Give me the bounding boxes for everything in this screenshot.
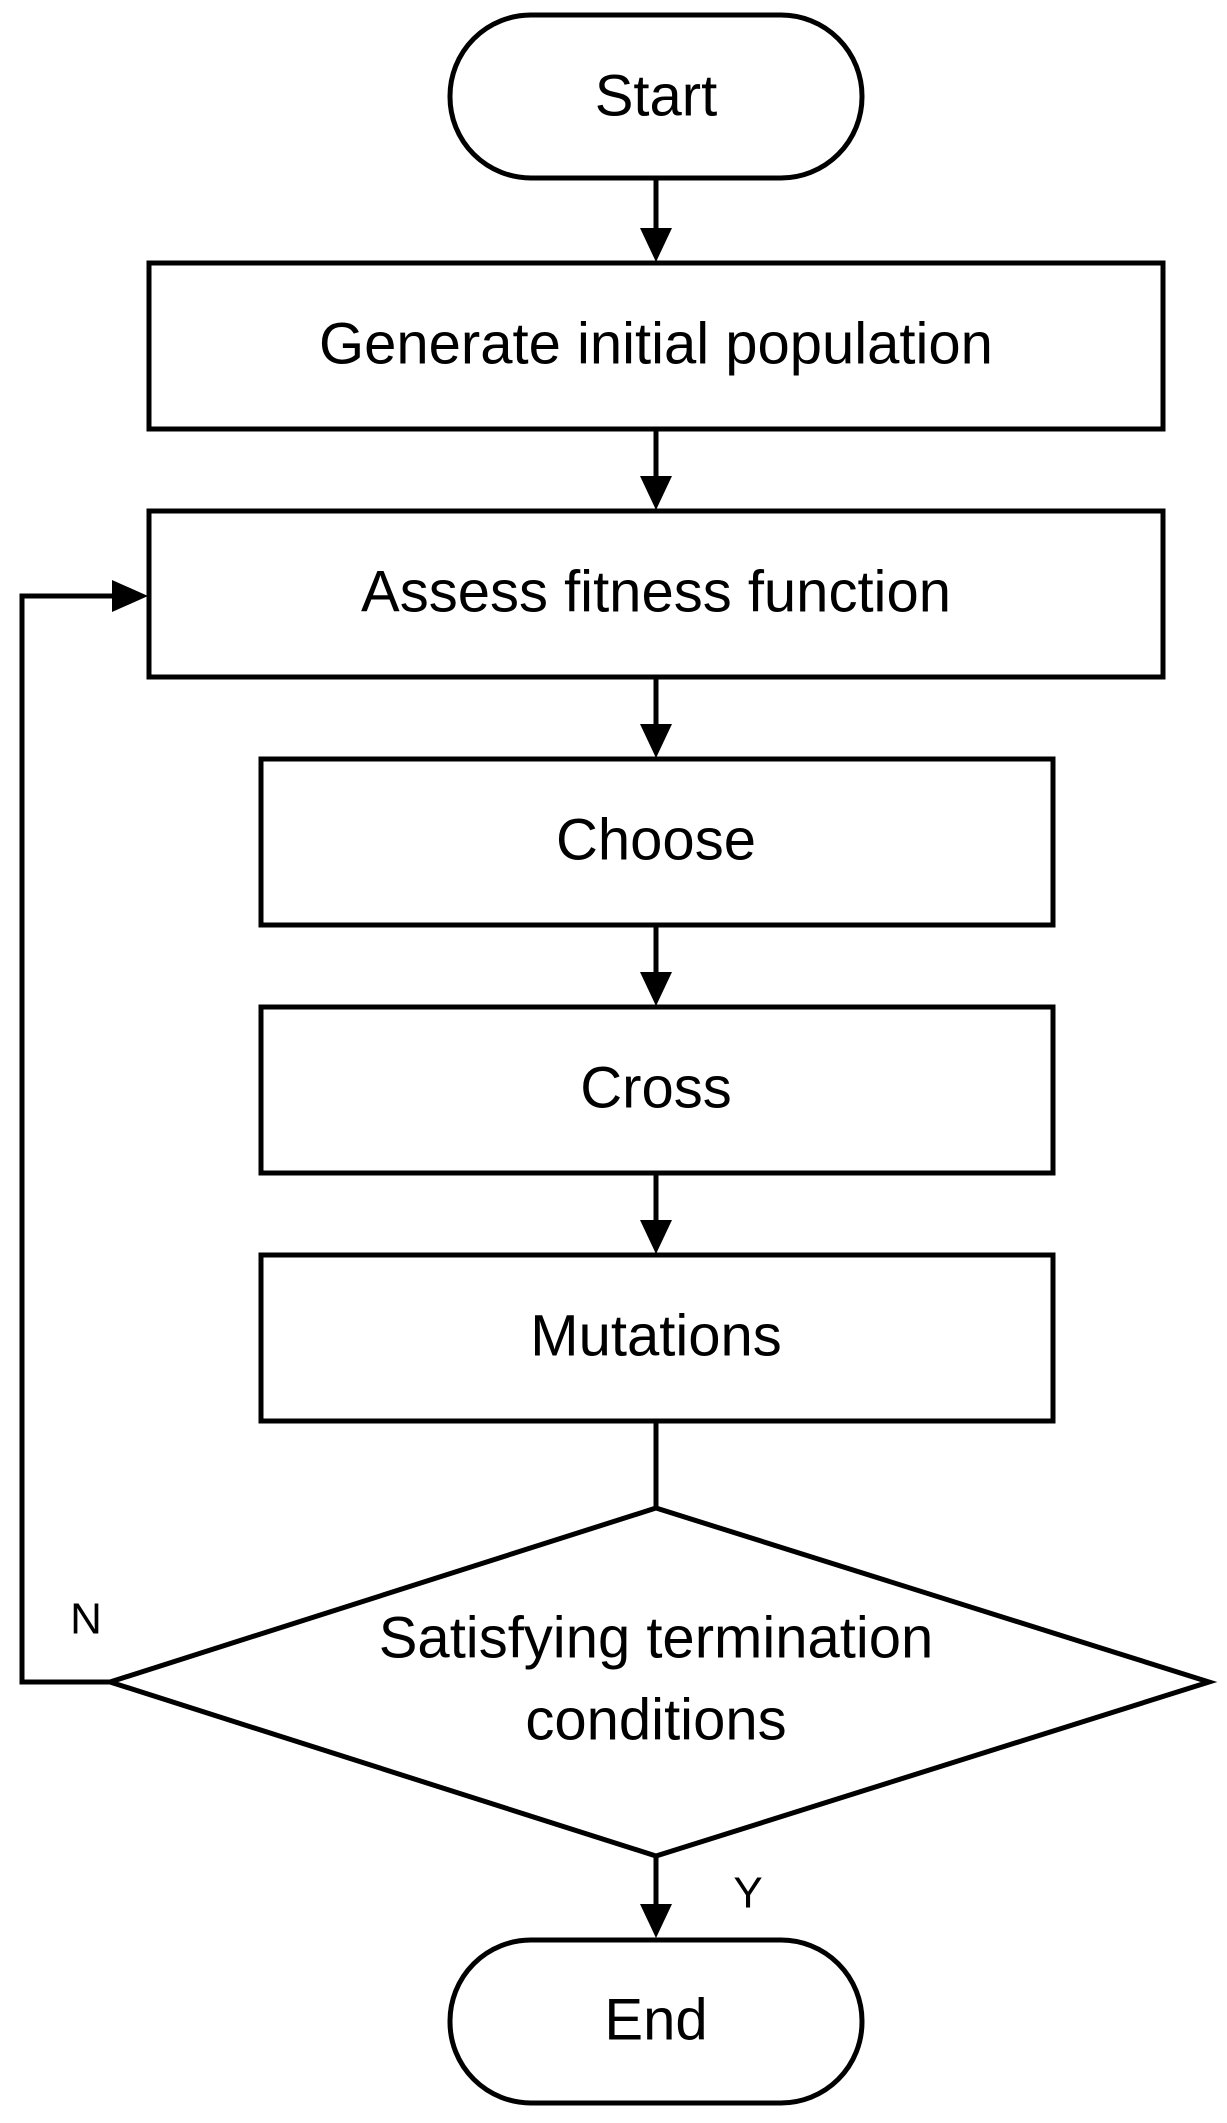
arrow-generate-to-assess xyxy=(640,429,672,510)
generate-population-label: Generate initial population xyxy=(319,311,993,376)
yes-branch-label: Y xyxy=(733,1869,762,1918)
cross-node: Cross xyxy=(258,1004,1056,1176)
decision-label-line2: conditions xyxy=(525,1687,786,1752)
choose-label: Choose xyxy=(556,807,756,872)
decision-label-line1: Satisfying termination xyxy=(379,1605,933,1670)
arrow-cross-to-mutations xyxy=(640,1173,672,1254)
end-node: End xyxy=(447,1937,865,2106)
arrow-assess-to-choose xyxy=(640,677,672,758)
yes-branch-arrow xyxy=(640,1856,672,1938)
start-label: Start xyxy=(595,63,718,128)
generate-population-node: Generate initial population xyxy=(146,260,1166,432)
cross-label: Cross xyxy=(580,1055,731,1120)
assess-fitness-label: Assess fitness function xyxy=(361,559,951,624)
start-node: Start xyxy=(447,12,865,181)
mutations-node: Mutations xyxy=(258,1252,1056,1424)
arrow-start-to-generate xyxy=(640,178,672,262)
arrow-choose-to-cross xyxy=(640,925,672,1006)
assess-fitness-node: Assess fitness function xyxy=(146,508,1166,680)
mutations-label: Mutations xyxy=(530,1303,781,1368)
no-branch-label: N xyxy=(70,1595,102,1644)
choose-node: Choose xyxy=(258,756,1056,928)
no-branch-loop-arrow xyxy=(19,580,148,1685)
end-label: End xyxy=(604,1987,707,2052)
termination-decision-node: Satisfying termination conditions xyxy=(101,1505,1218,1859)
